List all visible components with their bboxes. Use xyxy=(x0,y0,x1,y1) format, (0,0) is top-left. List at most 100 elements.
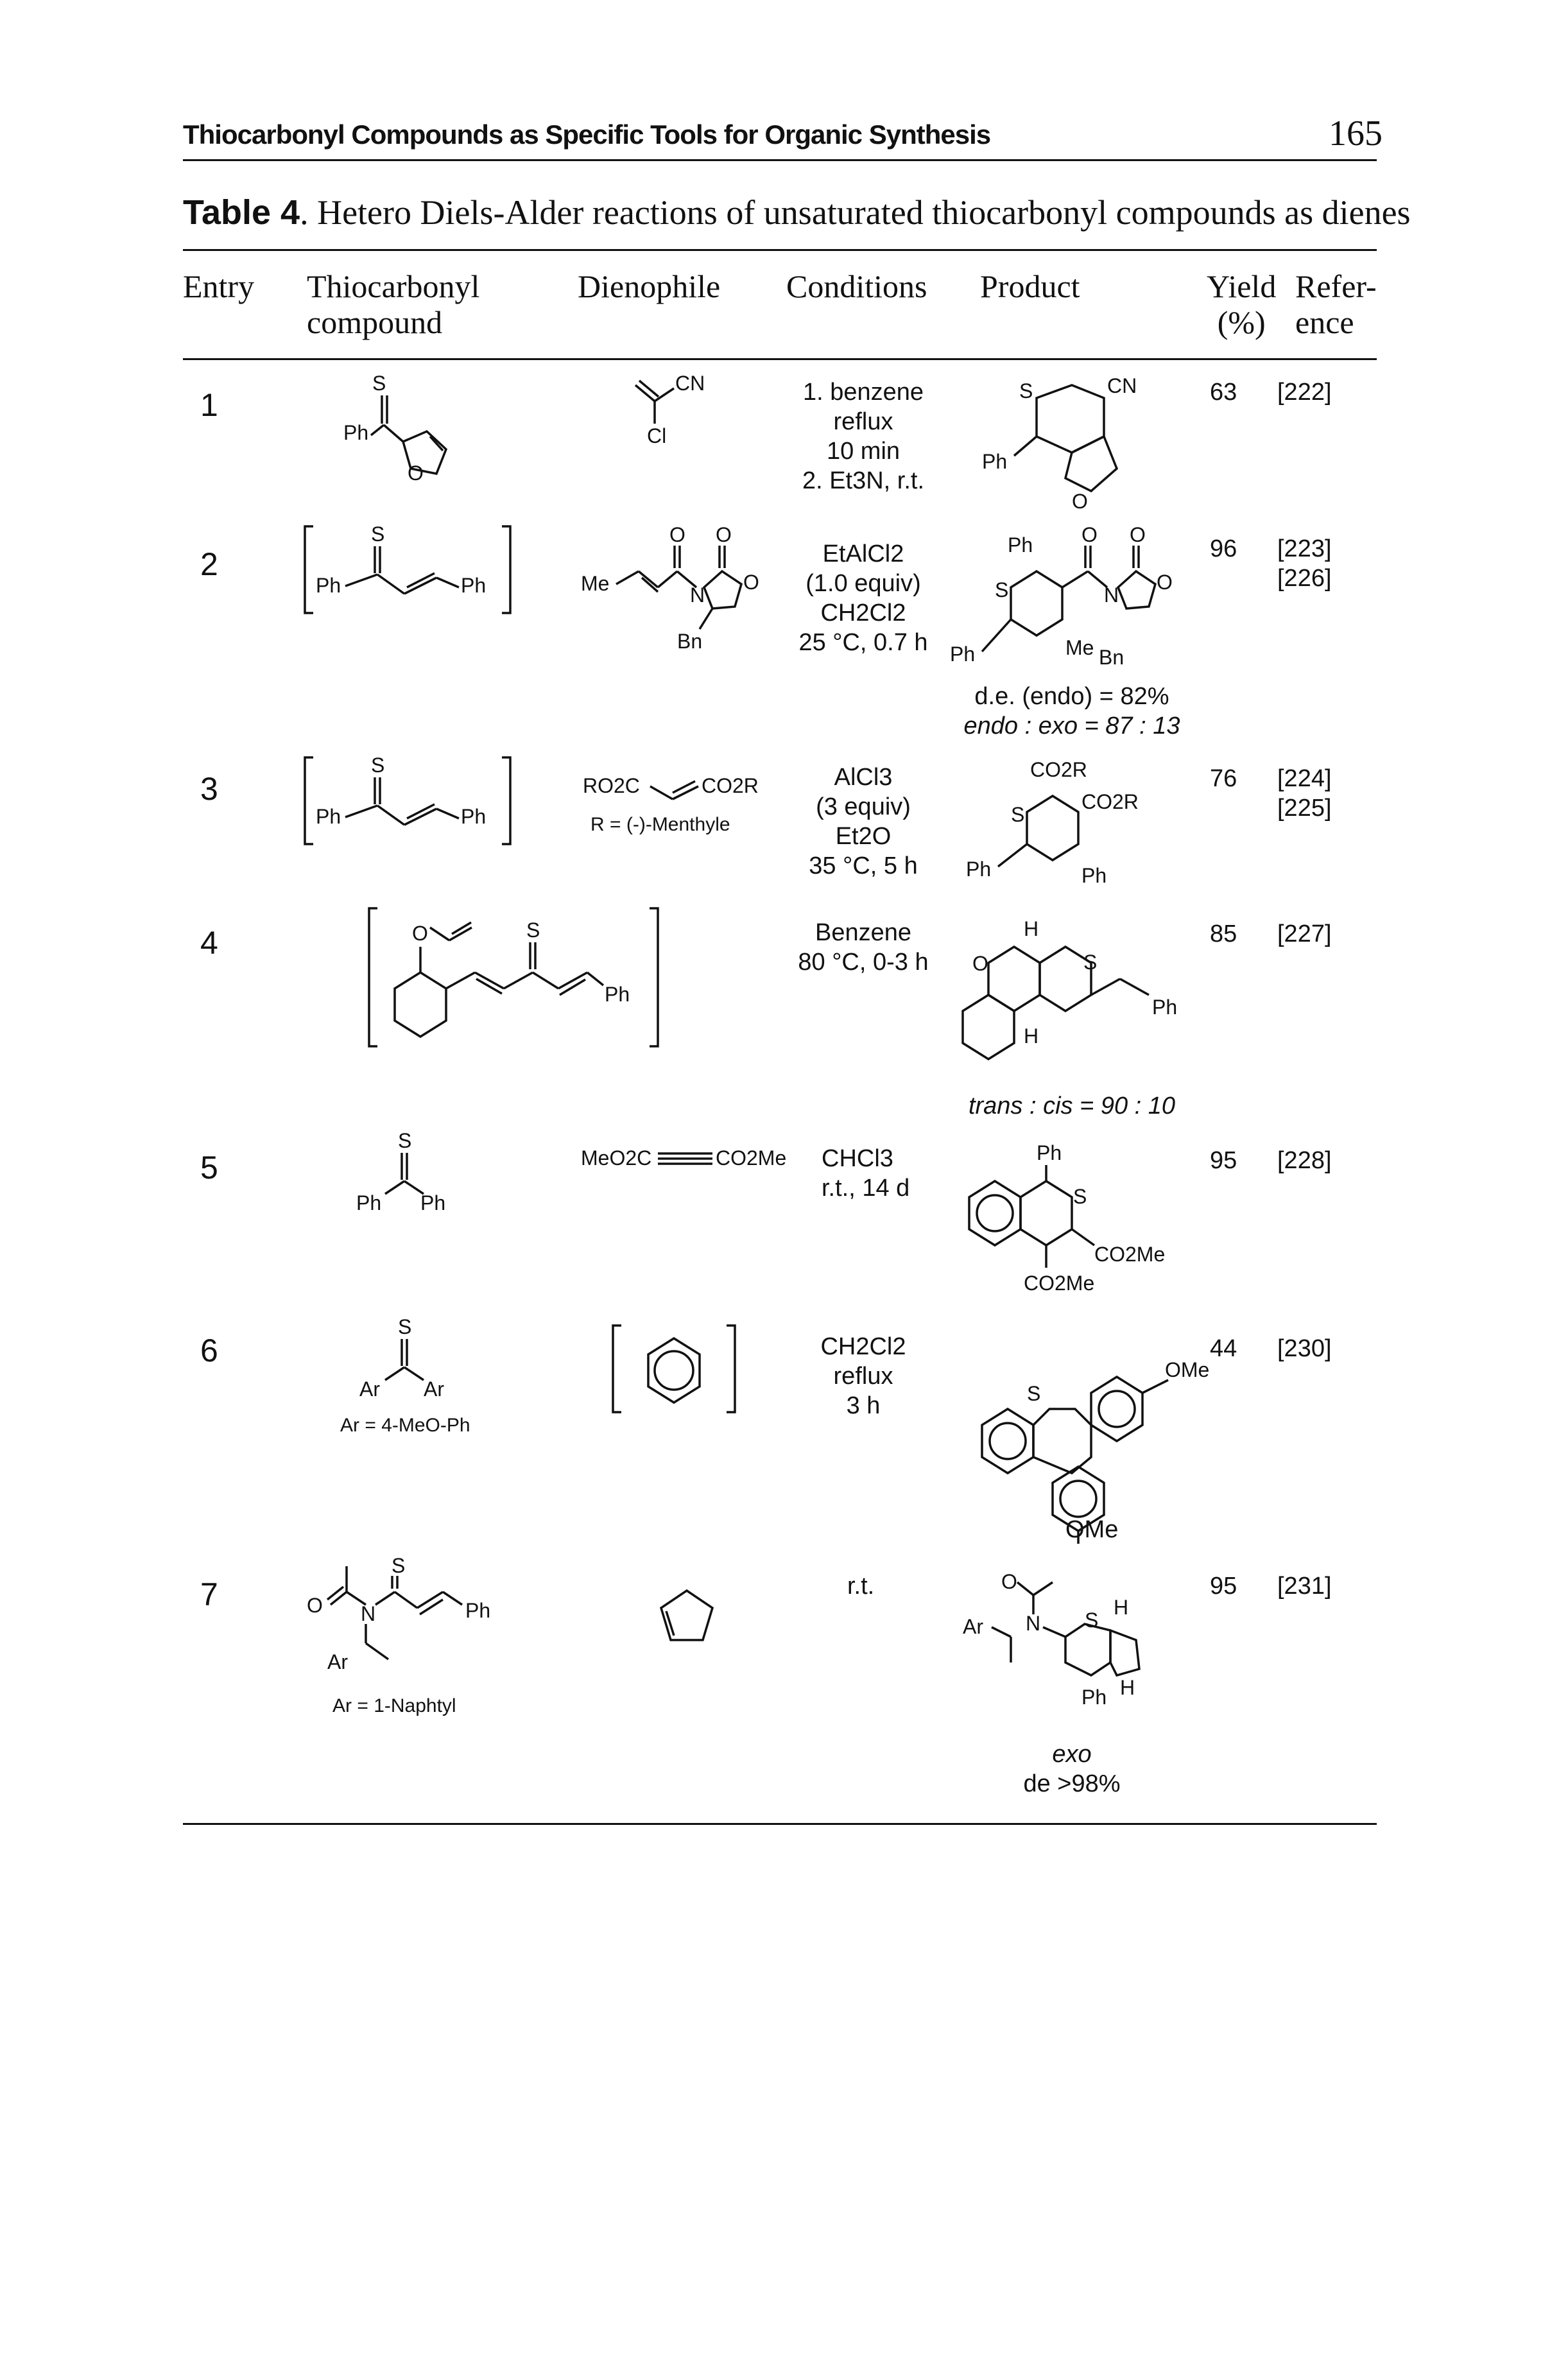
atom-Ph: Ph xyxy=(316,805,341,828)
row2-ref-2: [226] xyxy=(1277,565,1332,592)
row3-dienophile-structure: RO2C CO2R xyxy=(583,774,759,800)
atom-S: S xyxy=(1019,379,1033,402)
atom-Ar: Ar xyxy=(963,1615,983,1638)
row1-cond-1: 1. benzene xyxy=(802,379,924,406)
row1-cond-4: 2. Et3N, r.t. xyxy=(802,467,925,494)
atom-H: H xyxy=(1024,1024,1038,1048)
atom-Ar: Ar xyxy=(327,1650,348,1673)
row7-notes: exo de >98% xyxy=(950,1740,1194,1799)
row6-entry: 6 xyxy=(200,1333,218,1369)
row3-cond-4: 35 °C, 5 h xyxy=(809,852,918,879)
row2-de-note: d.e. (endo) = 82% xyxy=(974,683,1169,710)
row7-yield: 95 xyxy=(1210,1573,1237,1600)
group-Bn: Bn xyxy=(677,630,702,653)
atom-S: S xyxy=(398,1315,411,1338)
atom-O: O xyxy=(307,1594,323,1617)
atom-Ph: Ph xyxy=(356,1191,381,1214)
page-number: 165 xyxy=(1329,114,1383,153)
atom-Ph: Ph xyxy=(1008,533,1033,557)
row7-product-structure: O N Ar S H H Ph xyxy=(963,1570,1141,1709)
row2-ref-1: [223] xyxy=(1277,535,1332,562)
atom-O: O xyxy=(1157,571,1173,594)
header-rule xyxy=(183,159,1377,161)
row3-yield: 76 xyxy=(1210,765,1237,792)
row6-reference: [230] xyxy=(1277,1335,1332,1362)
atom-N: N xyxy=(361,1602,375,1625)
col-thiocarbonyl: Thiocarbonyl compound xyxy=(307,268,479,340)
group-Me: Me xyxy=(581,572,609,595)
table-top-rule xyxy=(183,249,1377,251)
atom-Ph: Ph xyxy=(966,858,991,881)
atom-N: N xyxy=(690,583,705,607)
atom-Ar: Ar xyxy=(424,1378,444,1401)
group-CN: CN xyxy=(675,372,705,395)
atom-Ph: Ph xyxy=(1037,1141,1062,1164)
row6-cond-2: reflux xyxy=(833,1363,893,1390)
group-CO2R: CO2R xyxy=(1081,790,1139,813)
row4-product-structure: H O S H Ph xyxy=(961,917,1177,1061)
col-dienophile: Dienophile xyxy=(578,268,721,304)
row7-dienophile-structure xyxy=(659,1589,714,1641)
row5-dienophile-structure: MeO2C CO2Me xyxy=(581,1146,786,1170)
col-thiocarbonyl-line1: Thiocarbonyl xyxy=(307,268,480,304)
row2-ratio-note: endo : exo = 87 : 13 xyxy=(963,712,1180,739)
atom-O: O xyxy=(1130,523,1146,546)
row1-thiocarbonyl-structure: S Ph O xyxy=(343,372,448,485)
row6-thiocarbonyl-note: Ar = 4-MeO-Ph xyxy=(340,1415,470,1436)
group-CO2Me: CO2Me xyxy=(716,1146,786,1170)
atom-S: S xyxy=(1027,1382,1040,1405)
row7-conditions: r.t. xyxy=(847,1573,875,1600)
row5-cond-2: r.t., 14 d xyxy=(822,1175,910,1202)
atom-S: S xyxy=(1073,1185,1087,1208)
atom-Ph: Ph xyxy=(1081,864,1107,887)
atom-O: O xyxy=(1081,523,1098,546)
group-Me: Me xyxy=(1065,636,1094,659)
row1-cond-3: 10 min xyxy=(826,438,900,465)
group-CO2Me: CO2Me xyxy=(1024,1272,1094,1295)
row3-cond-2: (3 equiv) xyxy=(816,793,911,820)
row6-dienophile-structure xyxy=(612,1324,736,1413)
row6-cond-3: 3 h xyxy=(846,1392,881,1419)
atom-O: O xyxy=(1001,1570,1017,1593)
row5-cond-1: CHCl3 xyxy=(822,1145,893,1172)
row7-reference: [231] xyxy=(1277,1573,1332,1600)
col-product: Product xyxy=(980,268,1080,304)
atom-O: O xyxy=(408,462,424,485)
row1-reference: [222] xyxy=(1277,379,1332,406)
group-CO2Me: CO2Me xyxy=(1094,1243,1165,1266)
caption-text: . Hetero Diels-Alder reactions of unsatu… xyxy=(300,193,1411,232)
table-caption: Table 4. Hetero Diels-Alder reactions of… xyxy=(183,193,1411,232)
atom-S: S xyxy=(372,372,386,395)
row3-reference: [224] [225] xyxy=(1277,764,1332,823)
row2-cond-1: EtAlCl2 xyxy=(822,540,904,567)
atom-O: O xyxy=(743,571,759,594)
atom-N: N xyxy=(1104,583,1119,607)
row3-entry: 3 xyxy=(200,771,218,807)
row4-cond-2: 80 °C, 0-3 h xyxy=(798,949,929,976)
row3-thiocarbonyl-structure: S Ph Ph xyxy=(304,754,512,845)
atom-H: H xyxy=(1114,1596,1128,1619)
row1-dienophile-structure: CN Cl xyxy=(634,372,705,447)
atom-Ph: Ph xyxy=(1152,996,1177,1019)
table-bottom-rule xyxy=(183,1823,1377,1825)
atom-Cl: Cl xyxy=(647,424,666,447)
atom-S: S xyxy=(1083,951,1097,974)
row2-dienophile-structure: Me O N O O Bn xyxy=(581,523,759,653)
row5-yield: 95 xyxy=(1210,1147,1237,1174)
atom-S: S xyxy=(398,1129,411,1152)
atom-Ph: Ph xyxy=(1081,1686,1107,1709)
row7-thiocarbonyl-structure: O N S Ph Ar xyxy=(307,1554,490,1673)
atom-Ph: Ph xyxy=(343,421,368,444)
atom-O: O xyxy=(412,922,428,945)
group-Bn: Bn xyxy=(1099,646,1124,669)
row7-de-note: de >98% xyxy=(1023,1770,1121,1797)
row1-yield: 63 xyxy=(1210,379,1237,406)
col-reference: Refer- ence xyxy=(1295,268,1377,340)
atom-Ph: Ph xyxy=(420,1191,445,1214)
row3-ref-2: [225] xyxy=(1277,795,1332,822)
atom-S: S xyxy=(371,754,384,777)
row6-cond-1: CH2Cl2 xyxy=(820,1333,906,1360)
col-reference-line2: ence xyxy=(1295,304,1354,340)
col-yield: Yield (%) xyxy=(1207,268,1276,340)
row4-notes: trans : cis = 90 : 10 xyxy=(968,1092,1176,1119)
